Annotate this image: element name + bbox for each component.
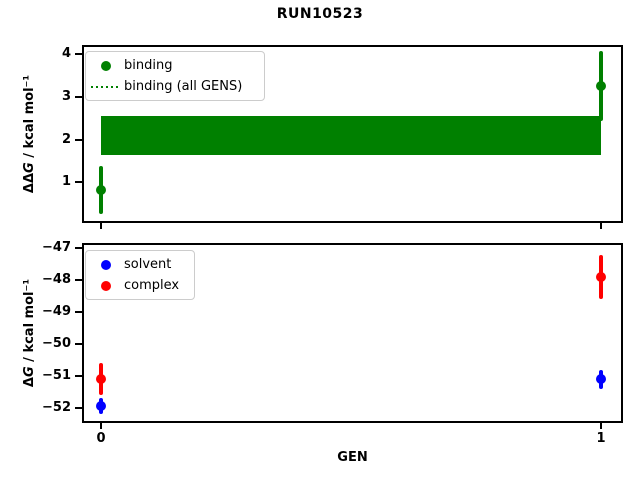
x-tick-mark: [100, 423, 102, 429]
dg-legend: solvent complex: [85, 250, 195, 300]
legend-label-solvent: solvent: [124, 257, 172, 272]
binding-marker-icon: [101, 60, 111, 71]
legend-label-binding-all-gens: binding (all GENS): [124, 79, 243, 94]
y-tick-mark: [75, 53, 82, 56]
legend-item-binding-all-gens: binding (all GENS): [88, 76, 258, 97]
y-tick-mark: [75, 406, 82, 409]
solvent-marker-icon: [101, 259, 111, 270]
legend-item-solvent: solvent: [88, 254, 188, 275]
y-tick-mark: [75, 311, 82, 314]
binding-legend: binding binding (all GENS): [85, 51, 265, 101]
x-tick-mark: [600, 223, 602, 229]
dotted-line-icon: [91, 85, 121, 88]
ylabel-delta-prefix: Δ: [22, 377, 37, 388]
legend-label-binding: binding: [124, 58, 173, 73]
x-axis-label: GEN: [337, 450, 368, 465]
figure-title: RUN10523: [276, 6, 364, 22]
legend-label-complex: complex: [124, 278, 180, 293]
binding-y-axis-label: ΔΔG / kcal mol⁻¹: [22, 24, 40, 244]
y-tick-mark: [75, 375, 82, 377]
legend-item-complex: complex: [88, 275, 188, 296]
ylabel-units: / kcal mol⁻¹: [22, 74, 37, 163]
y-tick-mark: [75, 279, 82, 282]
ylabel-symbol: G: [22, 162, 37, 173]
y-tick-mark: [75, 181, 82, 184]
x-tick-mark: [600, 423, 602, 429]
y-tick-mark: [75, 138, 82, 141]
ylabel-units: / kcal mol⁻¹: [22, 278, 37, 367]
y-tick-mark: [75, 343, 82, 346]
x-tick-label: 0: [96, 431, 106, 446]
ylabel-delta-prefix: ΔΔ: [22, 172, 37, 194]
complex-marker-icon: [101, 280, 111, 291]
x-tick-label: 1: [596, 431, 606, 446]
ylabel-symbol: G: [22, 366, 37, 378]
y-tick-mark: [75, 247, 82, 250]
legend-item-binding: binding: [88, 55, 258, 76]
x-tick-mark: [100, 223, 102, 229]
y-tick-mark: [75, 96, 82, 99]
dg-y-axis-label: ΔG / kcal mol⁻¹: [22, 223, 40, 443]
